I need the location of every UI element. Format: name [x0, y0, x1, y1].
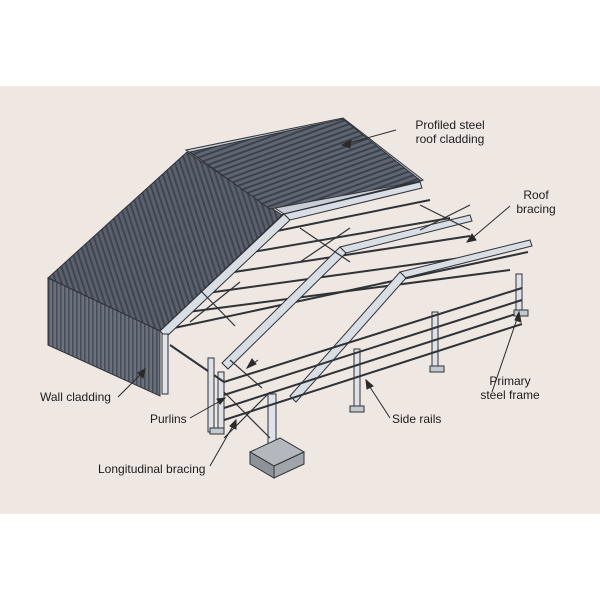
label-roof-bracing-line2: bracing — [516, 202, 556, 216]
label-longitudinal-bracing: Longitudinal bracing — [98, 462, 206, 476]
end-columns — [161, 333, 215, 433]
label-roof-cladding-line2: roof cladding — [415, 132, 485, 146]
label-roof-cladding-line1: Profiled steel — [415, 118, 485, 132]
longitudinal-bracing — [223, 359, 271, 439]
label-primary-frame-line1: Primary — [489, 374, 531, 388]
front-gable-frame — [217, 273, 523, 453]
label-side-rails: Side rails — [392, 412, 442, 426]
label-primary-frame: Primary steel frame — [470, 374, 550, 402]
primary-frame-rafters — [159, 181, 533, 403]
side-rails — [169, 287, 523, 421]
label-roof-cladding: Profiled steel roof cladding — [398, 118, 502, 146]
leader-lines — [117, 129, 522, 467]
roof-cladding-right-slope — [188, 118, 423, 210]
label-wall-cladding: Wall cladding — [40, 390, 111, 404]
wall-cladding-panel — [47, 277, 161, 397]
label-roof-bracing-line1: Roof — [523, 188, 549, 202]
base-plates — [209, 309, 529, 435]
label-primary-frame-line2: steel frame — [480, 388, 540, 402]
label-roof-bracing: Roof bracing — [506, 188, 566, 216]
foundation-pad — [248, 437, 306, 479]
label-purlins: Purlins — [150, 412, 187, 426]
roof-bracing — [189, 204, 471, 327]
